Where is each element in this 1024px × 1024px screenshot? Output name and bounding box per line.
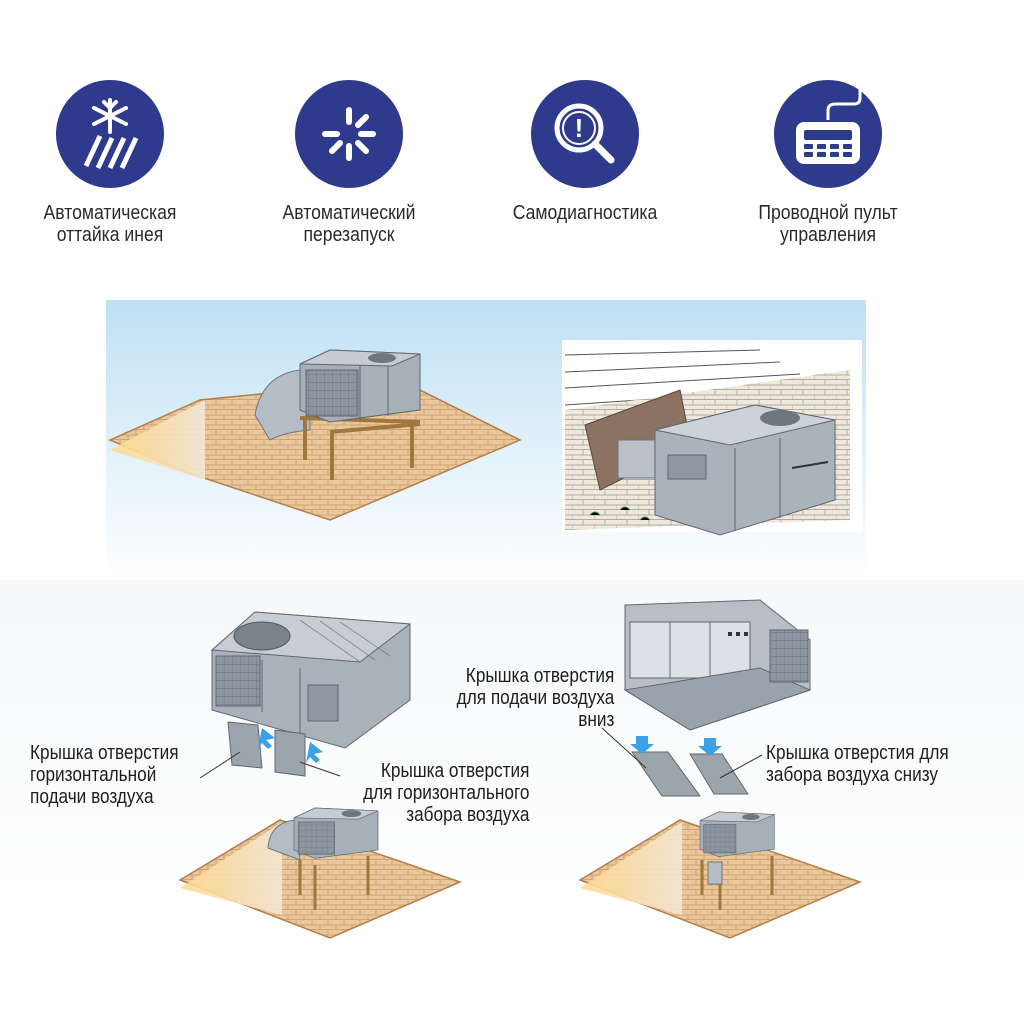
callout-horizontal-return-cover: Крышка отверстия для горизонтального заб… (362, 760, 529, 826)
callout-horizontal-supply-cover: Крышка отверстия горизонтальной подачи в… (30, 742, 179, 808)
magnifier-exclamation-icon: ! (531, 80, 639, 188)
feature-label: Автоматический перезапуск (282, 202, 416, 246)
callout-down-supply-cover: Крышка отверстия для подачи воздуха вниз (456, 665, 614, 731)
ground-unit-scene-right (562, 340, 862, 536)
feature-restart: Автоматический перезапуск (249, 80, 449, 246)
roof-unit-scene-left (108, 349, 522, 521)
wired-remote-control-icon (774, 80, 882, 188)
restart-spinner-icon (295, 80, 403, 188)
callout-bottom-return-cover: Крышка отверстия для забора воздуха сниз… (766, 742, 949, 786)
feature-selfdiag: ! Самодиагностика (485, 80, 685, 224)
feature-defrost: Автоматическая оттайка инея (10, 80, 210, 246)
exploded-downflow-scene (578, 599, 863, 939)
svg-text:!: ! (575, 113, 584, 143)
feature-label: Автоматическая оттайка инея (43, 202, 177, 246)
feature-label: Самодиагностика (512, 202, 658, 224)
snowflake-defrost-icon (56, 80, 164, 188)
exploded-horizontal-scene (178, 611, 463, 939)
feature-remote: Проводной пульт управления (728, 80, 928, 246)
feature-label: Проводной пульт управления (758, 202, 898, 246)
